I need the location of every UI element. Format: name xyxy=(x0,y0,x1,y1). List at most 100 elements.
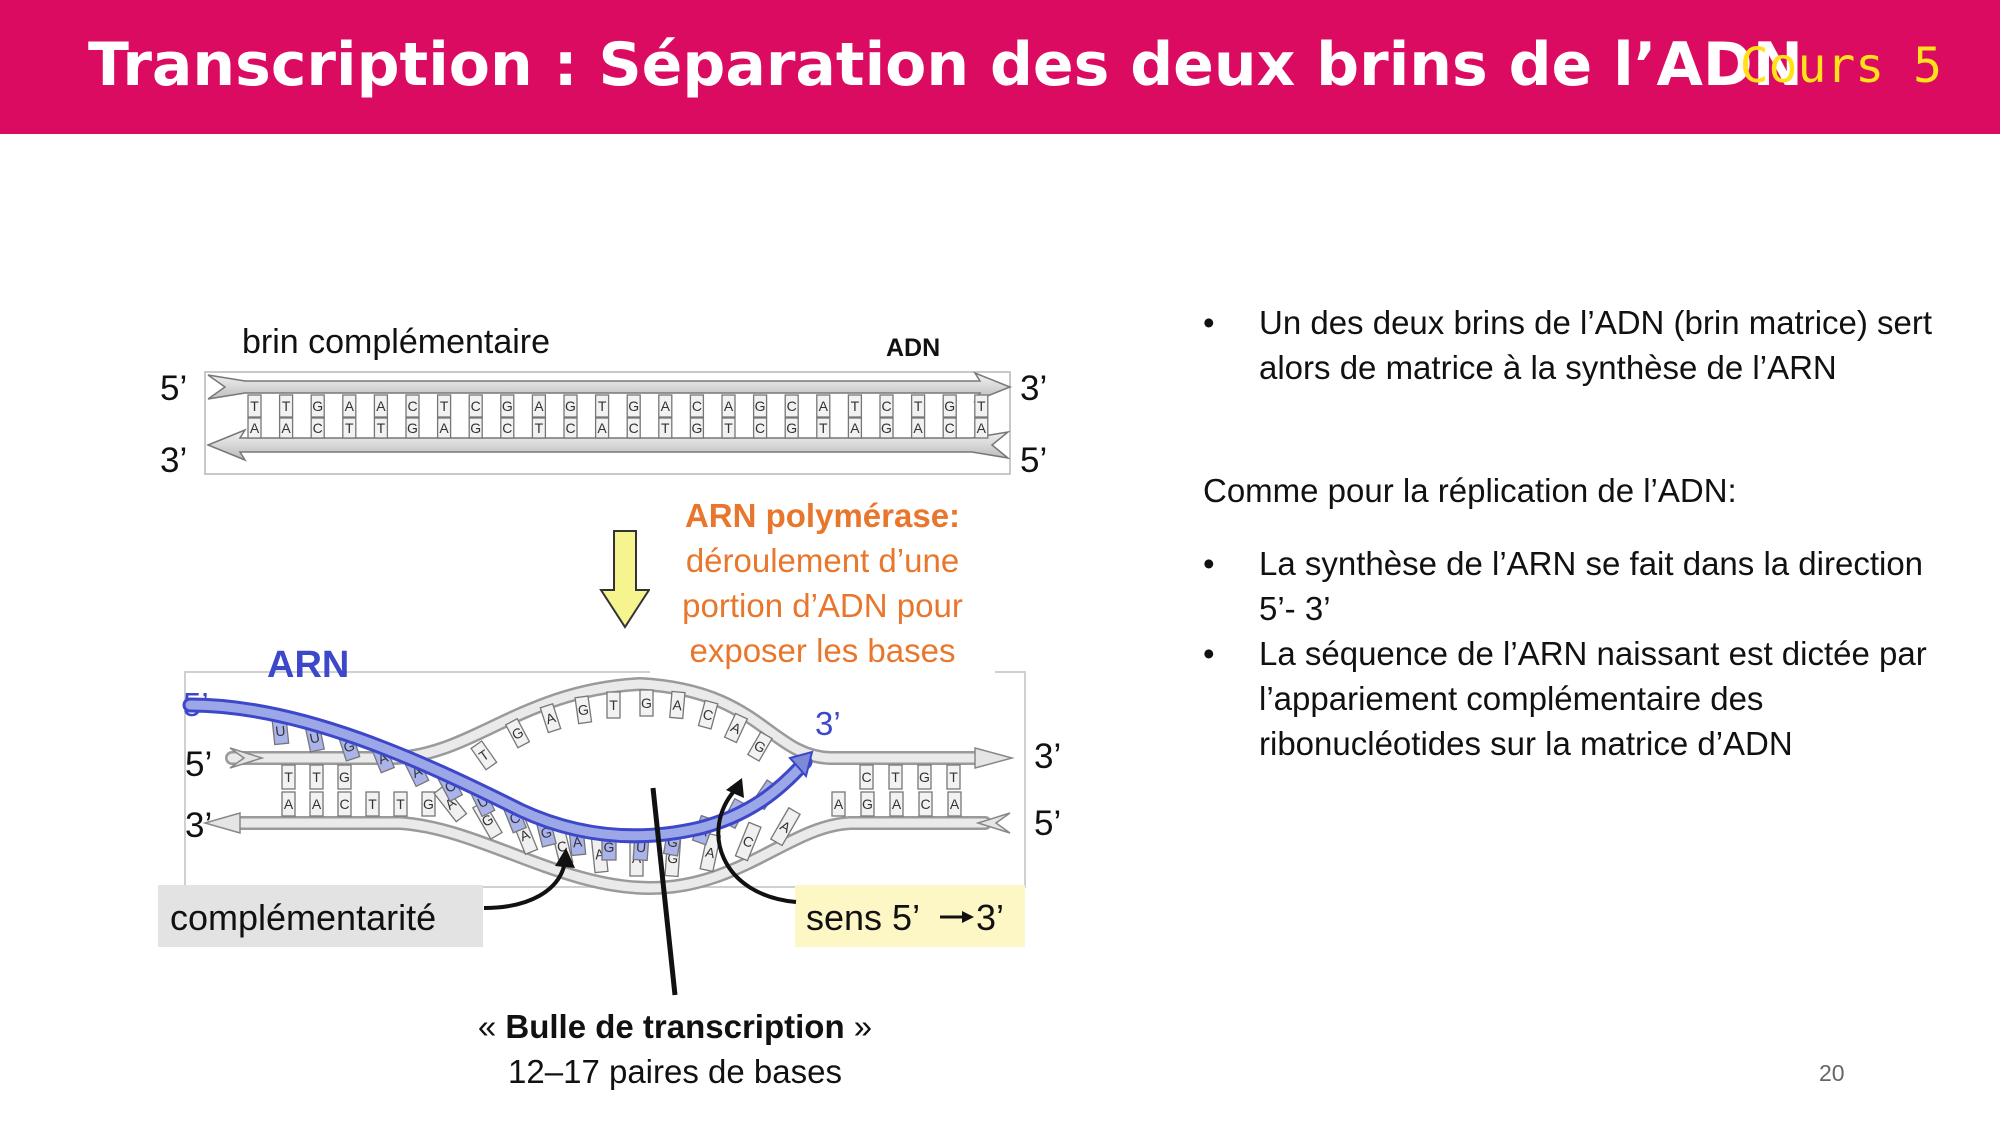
svg-text:A: A xyxy=(850,420,860,436)
svg-text:T: T xyxy=(598,398,607,414)
end-5-top-b: 5’ xyxy=(185,745,212,784)
label-direction-end: 3’ xyxy=(976,897,1004,938)
base-G: G xyxy=(784,417,799,439)
bubble-upper-tail xyxy=(229,747,265,769)
svg-text:C: C xyxy=(471,398,481,414)
direction-box xyxy=(795,885,1025,947)
svg-text:G: G xyxy=(339,769,350,785)
base-T: T xyxy=(373,417,389,439)
svg-text:C: C xyxy=(502,420,512,436)
end-3-top-b: 3’ xyxy=(1034,737,1061,776)
base-A: A xyxy=(342,394,357,418)
svg-text:A: A xyxy=(892,796,902,812)
svg-text:T: T xyxy=(250,398,259,414)
base-C: C xyxy=(689,394,705,418)
svg-text:A: A xyxy=(594,846,606,863)
svg-text:G: G xyxy=(919,769,930,785)
svg-text:G: G xyxy=(667,850,679,867)
label-arn: ARN xyxy=(267,644,349,686)
base-C: C xyxy=(942,417,957,439)
svg-text:C: C xyxy=(407,398,417,414)
svg-text:T: T xyxy=(396,796,405,812)
base-T: T xyxy=(974,394,989,418)
base-T: T xyxy=(309,764,324,790)
slide-title: Transcription : Séparation des deux brin… xyxy=(88,30,1803,100)
polymerase-annotation: ARN polymérase: déroulement d’une portio… xyxy=(650,493,995,673)
base-T: T xyxy=(847,394,863,418)
svg-text:G: G xyxy=(407,420,418,436)
base-A: A xyxy=(723,712,749,744)
svg-text:C: C xyxy=(339,796,349,812)
base-C: C xyxy=(626,417,641,439)
bullet-item: La séquence de l’ARN naissant est dictée… xyxy=(1203,631,1943,766)
svg-text:C: C xyxy=(861,769,871,785)
base-C: C xyxy=(310,417,325,439)
base-A: A xyxy=(281,791,296,817)
svg-text:U: U xyxy=(635,839,646,856)
svg-text:G: G xyxy=(755,398,766,414)
svg-text:A: A xyxy=(250,420,260,436)
page-number: 20 xyxy=(1819,1060,1845,1086)
polymerase-text: déroulement d’une portion d’ADN pour exp… xyxy=(682,542,963,669)
svg-text:T: T xyxy=(914,398,923,414)
base-G: G xyxy=(337,764,352,790)
base-G: G xyxy=(468,417,483,439)
base-T: T xyxy=(342,417,357,439)
base-A: A xyxy=(947,791,962,817)
label-adn: ADN xyxy=(886,334,940,362)
bubble-upper-arrowhead xyxy=(974,747,1015,769)
base-C: C xyxy=(918,791,933,817)
base-A: A xyxy=(247,417,262,439)
svg-text:T: T xyxy=(977,398,986,414)
base-T: T xyxy=(247,394,262,418)
svg-text:G: G xyxy=(577,701,590,718)
bubble-lower-arrowhead xyxy=(202,812,241,834)
svg-text:C: C xyxy=(565,420,575,436)
base-T: T xyxy=(393,791,408,817)
complementarity-pointer xyxy=(483,861,567,910)
svg-text:A: A xyxy=(819,398,829,414)
base-C: C xyxy=(752,417,768,439)
bubble-pointer-line xyxy=(650,787,678,996)
svg-text:G: G xyxy=(944,398,955,414)
base-A: A xyxy=(309,791,324,817)
base-C: C xyxy=(500,417,515,439)
svg-text:T: T xyxy=(851,398,860,414)
svg-text:G: G xyxy=(423,796,434,812)
end-5-bottom-b: 5’ xyxy=(1034,804,1061,843)
svg-text:T: T xyxy=(284,769,293,785)
svg-text:G: G xyxy=(565,398,576,414)
base-G: G xyxy=(500,394,515,418)
svg-text:A: A xyxy=(284,796,294,812)
base-G: G xyxy=(574,695,593,725)
base-T: T xyxy=(888,764,903,790)
base-T: T xyxy=(278,394,294,418)
direction-pointer xyxy=(716,788,797,904)
base-T: T xyxy=(531,417,547,439)
label-brin-complementaire: brin complémentaire xyxy=(242,323,550,361)
svg-text:T: T xyxy=(819,420,828,436)
base-C: C xyxy=(879,394,894,418)
base-G: G xyxy=(860,791,875,817)
base-T: T xyxy=(946,764,961,790)
base-A: A xyxy=(531,394,547,418)
base-G: G xyxy=(563,394,578,418)
slide-header: Transcription : Séparation des deux brin… xyxy=(0,0,2000,134)
base-T: T xyxy=(816,417,831,439)
rna-arrowhead xyxy=(788,750,814,779)
svg-text:A: A xyxy=(597,420,607,436)
base-T: T xyxy=(436,394,452,418)
base-A: A xyxy=(658,394,673,418)
end-5-top: 5’ xyxy=(160,369,187,408)
svg-text:T: T xyxy=(440,398,449,414)
svg-text:A: A xyxy=(704,844,717,862)
base-A: A xyxy=(594,417,610,439)
svg-text:A: A xyxy=(834,796,844,812)
base-A: A xyxy=(721,394,736,418)
svg-text:G: G xyxy=(502,398,513,414)
svg-text:G: G xyxy=(628,398,639,414)
svg-text:T: T xyxy=(609,697,618,713)
svg-text:A: A xyxy=(439,420,449,436)
svg-text:G: G xyxy=(881,420,892,436)
